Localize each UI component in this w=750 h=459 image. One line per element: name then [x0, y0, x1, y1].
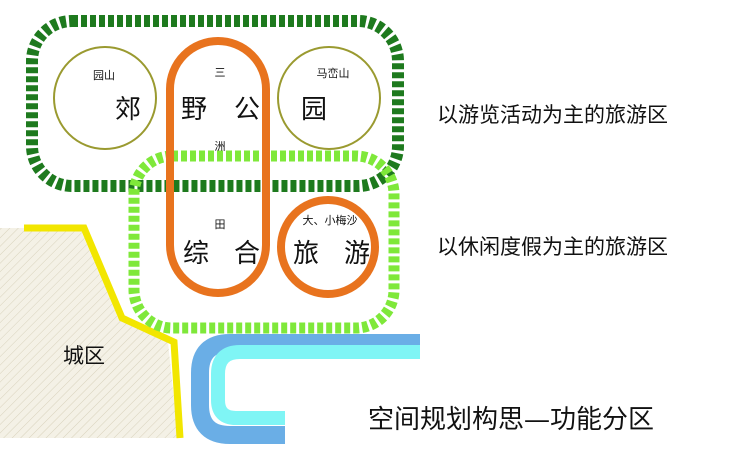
yuanshan-circle	[53, 46, 157, 150]
label-zong: 综	[183, 239, 209, 269]
label-he: 合	[234, 239, 260, 269]
sanzhoutian-boundary	[166, 37, 270, 297]
label-lv: 旅	[293, 239, 319, 269]
label-san: 三	[215, 66, 226, 79]
label-tian: 田	[215, 218, 226, 231]
label-ye: 野	[181, 95, 207, 125]
legend-leisure: 以休闲度假为主的旅游区	[437, 235, 668, 259]
label-daxiaomeisha: 大、小梅沙	[303, 213, 358, 227]
sightseeing-zone-boundary	[26, 15, 404, 192]
mamanshan-circle	[277, 46, 381, 150]
diagram-title: 空间规划构思—功能分区	[368, 405, 654, 435]
city-boundary-line	[24, 224, 184, 439]
meisha-circle	[277, 196, 379, 298]
label-yuan: 园	[301, 95, 327, 125]
label-zhou: 洲	[215, 140, 226, 153]
label-mamanshan: 马峦山	[317, 66, 350, 80]
river-cyan-inner	[211, 345, 420, 425]
label-city: 城区	[63, 344, 105, 368]
label-yuanshan: 园山	[93, 69, 115, 82]
river-blue-outer	[191, 334, 420, 444]
legend-sightseeing: 以游览活动为主的旅游区	[437, 103, 668, 127]
label-gong: 公	[234, 95, 260, 125]
label-jiao: 郊	[115, 95, 141, 125]
city-area	[0, 228, 178, 438]
label-you: 游	[344, 239, 370, 269]
